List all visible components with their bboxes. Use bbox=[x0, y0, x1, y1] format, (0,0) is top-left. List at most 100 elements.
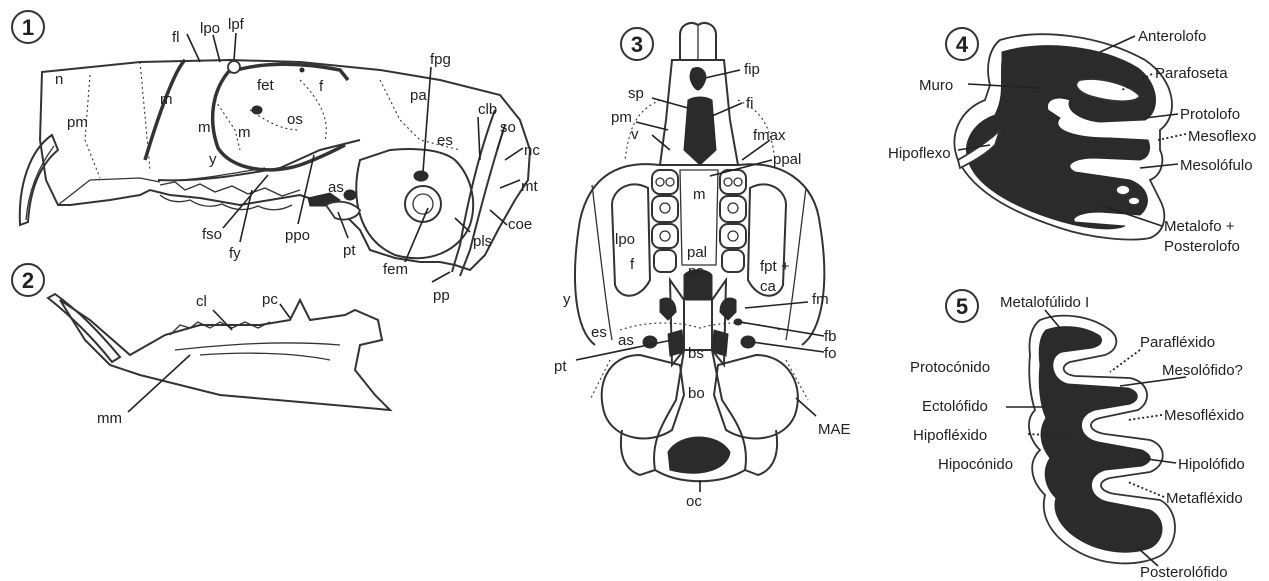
leader-metaflexido bbox=[1128, 482, 1164, 497]
panel-3-number: 3 bbox=[631, 32, 643, 57]
label-posterolofido: Posterolófido bbox=[1140, 564, 1228, 581]
zygomatic-arch bbox=[145, 60, 185, 160]
right-molar-row bbox=[720, 170, 746, 272]
label-y: y bbox=[209, 151, 217, 168]
label-f: f bbox=[630, 256, 635, 273]
masseteric-ridge bbox=[175, 343, 340, 350]
label-as: as bbox=[618, 332, 634, 349]
label-pp: pp bbox=[433, 287, 450, 304]
label-m: m bbox=[693, 186, 706, 203]
label-es: es bbox=[591, 324, 607, 341]
label-ca: ca bbox=[760, 278, 777, 295]
label-fem: fem bbox=[383, 261, 408, 278]
fso-line bbox=[180, 168, 265, 180]
leader-MAE bbox=[796, 398, 816, 416]
label-pm: pm bbox=[67, 114, 88, 131]
label-fso: fso bbox=[202, 226, 222, 243]
label-pt: pt bbox=[343, 242, 356, 259]
fpg-foramen bbox=[414, 171, 428, 181]
label-v: v bbox=[631, 126, 639, 143]
mandible-outline bbox=[60, 300, 390, 410]
left-bulla bbox=[602, 355, 684, 438]
label-clb: clb bbox=[478, 101, 497, 118]
label-bo: bo bbox=[688, 385, 705, 402]
label-hipoflexido: Hipofléxido bbox=[913, 427, 987, 444]
left-molar-row bbox=[652, 170, 678, 272]
label-metalofo-1: Metalofo + bbox=[1164, 218, 1235, 235]
label-lpo: lpo bbox=[615, 231, 635, 248]
label-m1: m bbox=[160, 91, 173, 108]
label-pm: pm bbox=[611, 109, 632, 126]
label-fmax: fmax bbox=[753, 127, 786, 144]
zygomatic-bar bbox=[230, 64, 348, 80]
label-n: n bbox=[55, 71, 63, 88]
leader-cl bbox=[213, 310, 232, 330]
left-as-foramen bbox=[668, 330, 684, 356]
label-fpt: fpt + bbox=[760, 258, 790, 275]
label-fy: fy bbox=[229, 245, 241, 262]
leader-fy bbox=[240, 190, 252, 242]
label-nc: nc bbox=[524, 142, 540, 159]
label-pc: pc bbox=[262, 291, 278, 308]
leader-fi bbox=[712, 103, 742, 116]
pterygoid-process bbox=[326, 202, 360, 220]
label-protolofo: Protolofo bbox=[1180, 106, 1240, 123]
label-es: es bbox=[437, 132, 453, 149]
leader-mm bbox=[128, 355, 190, 412]
panel-4-number: 4 bbox=[956, 32, 969, 57]
label-oc: oc bbox=[686, 493, 702, 510]
leader-pc bbox=[280, 304, 290, 318]
label-y: y bbox=[563, 291, 571, 308]
label-MAE: MAE bbox=[818, 421, 851, 438]
label-protoconido: Protocónido bbox=[910, 359, 990, 376]
leader-ppal bbox=[710, 160, 772, 176]
label-hipoconido: Hipocónido bbox=[938, 456, 1013, 473]
label-paraflexido: Parafléxido bbox=[1140, 334, 1215, 351]
label-anterolofo: Anterolofo bbox=[1138, 28, 1206, 45]
lower-incisor bbox=[48, 294, 120, 362]
label-pt: pt bbox=[554, 358, 567, 375]
leader-clb bbox=[478, 117, 480, 160]
label-mesoflexido: Mesofléxido bbox=[1164, 407, 1244, 424]
panel-1-skull-lateral: 1 bbox=[12, 11, 540, 304]
label-fip: fip bbox=[744, 61, 760, 78]
label-fl: fl bbox=[172, 29, 180, 46]
leader-fm bbox=[745, 302, 808, 308]
left-fm-foramen bbox=[660, 298, 676, 320]
suture-lacrimal bbox=[215, 100, 240, 150]
label-sp: sp bbox=[628, 85, 644, 102]
small-foramen bbox=[300, 68, 304, 72]
label-fpg: fpg bbox=[430, 51, 451, 68]
label-fm: fm bbox=[812, 291, 829, 308]
orbit-rim bbox=[213, 70, 345, 170]
molar-row bbox=[160, 182, 300, 196]
panel-1-number: 1 bbox=[22, 15, 34, 40]
occipital-condyle-shape bbox=[668, 437, 730, 473]
meatus-inner bbox=[413, 194, 433, 214]
jugal-lower bbox=[158, 140, 360, 180]
small-fossette-2 bbox=[1128, 197, 1140, 205]
label-lpo: lpo bbox=[200, 20, 220, 37]
label-so: so bbox=[500, 119, 516, 136]
incisive-foramen bbox=[684, 97, 716, 165]
leader-nc bbox=[505, 148, 523, 160]
auditory-bulla bbox=[356, 149, 473, 258]
label-mesolofido: Mesolófido? bbox=[1162, 362, 1243, 379]
label-fo: fo bbox=[824, 345, 837, 362]
label-parafoseta: Parafoseta bbox=[1155, 65, 1228, 82]
label-as: as bbox=[328, 179, 344, 196]
leader-mesoflexo bbox=[1158, 134, 1186, 140]
right-as-foramen bbox=[712, 330, 728, 356]
label-fi: fi bbox=[746, 95, 754, 112]
label-cl: cl bbox=[196, 293, 207, 310]
panel-2-number: 2 bbox=[22, 268, 34, 293]
as-foramen-2 bbox=[344, 190, 356, 200]
label-metaflexido: Metafléxido bbox=[1166, 490, 1243, 507]
leader-lpf bbox=[234, 33, 236, 60]
leader-mesoflexido bbox=[1128, 415, 1162, 420]
leader-paraflexido bbox=[1110, 350, 1140, 372]
small-fossette-1 bbox=[1116, 185, 1130, 195]
right-fm-foramen bbox=[720, 298, 736, 320]
label-lpf: lpf bbox=[228, 16, 245, 33]
label-mm: mm bbox=[97, 410, 122, 427]
